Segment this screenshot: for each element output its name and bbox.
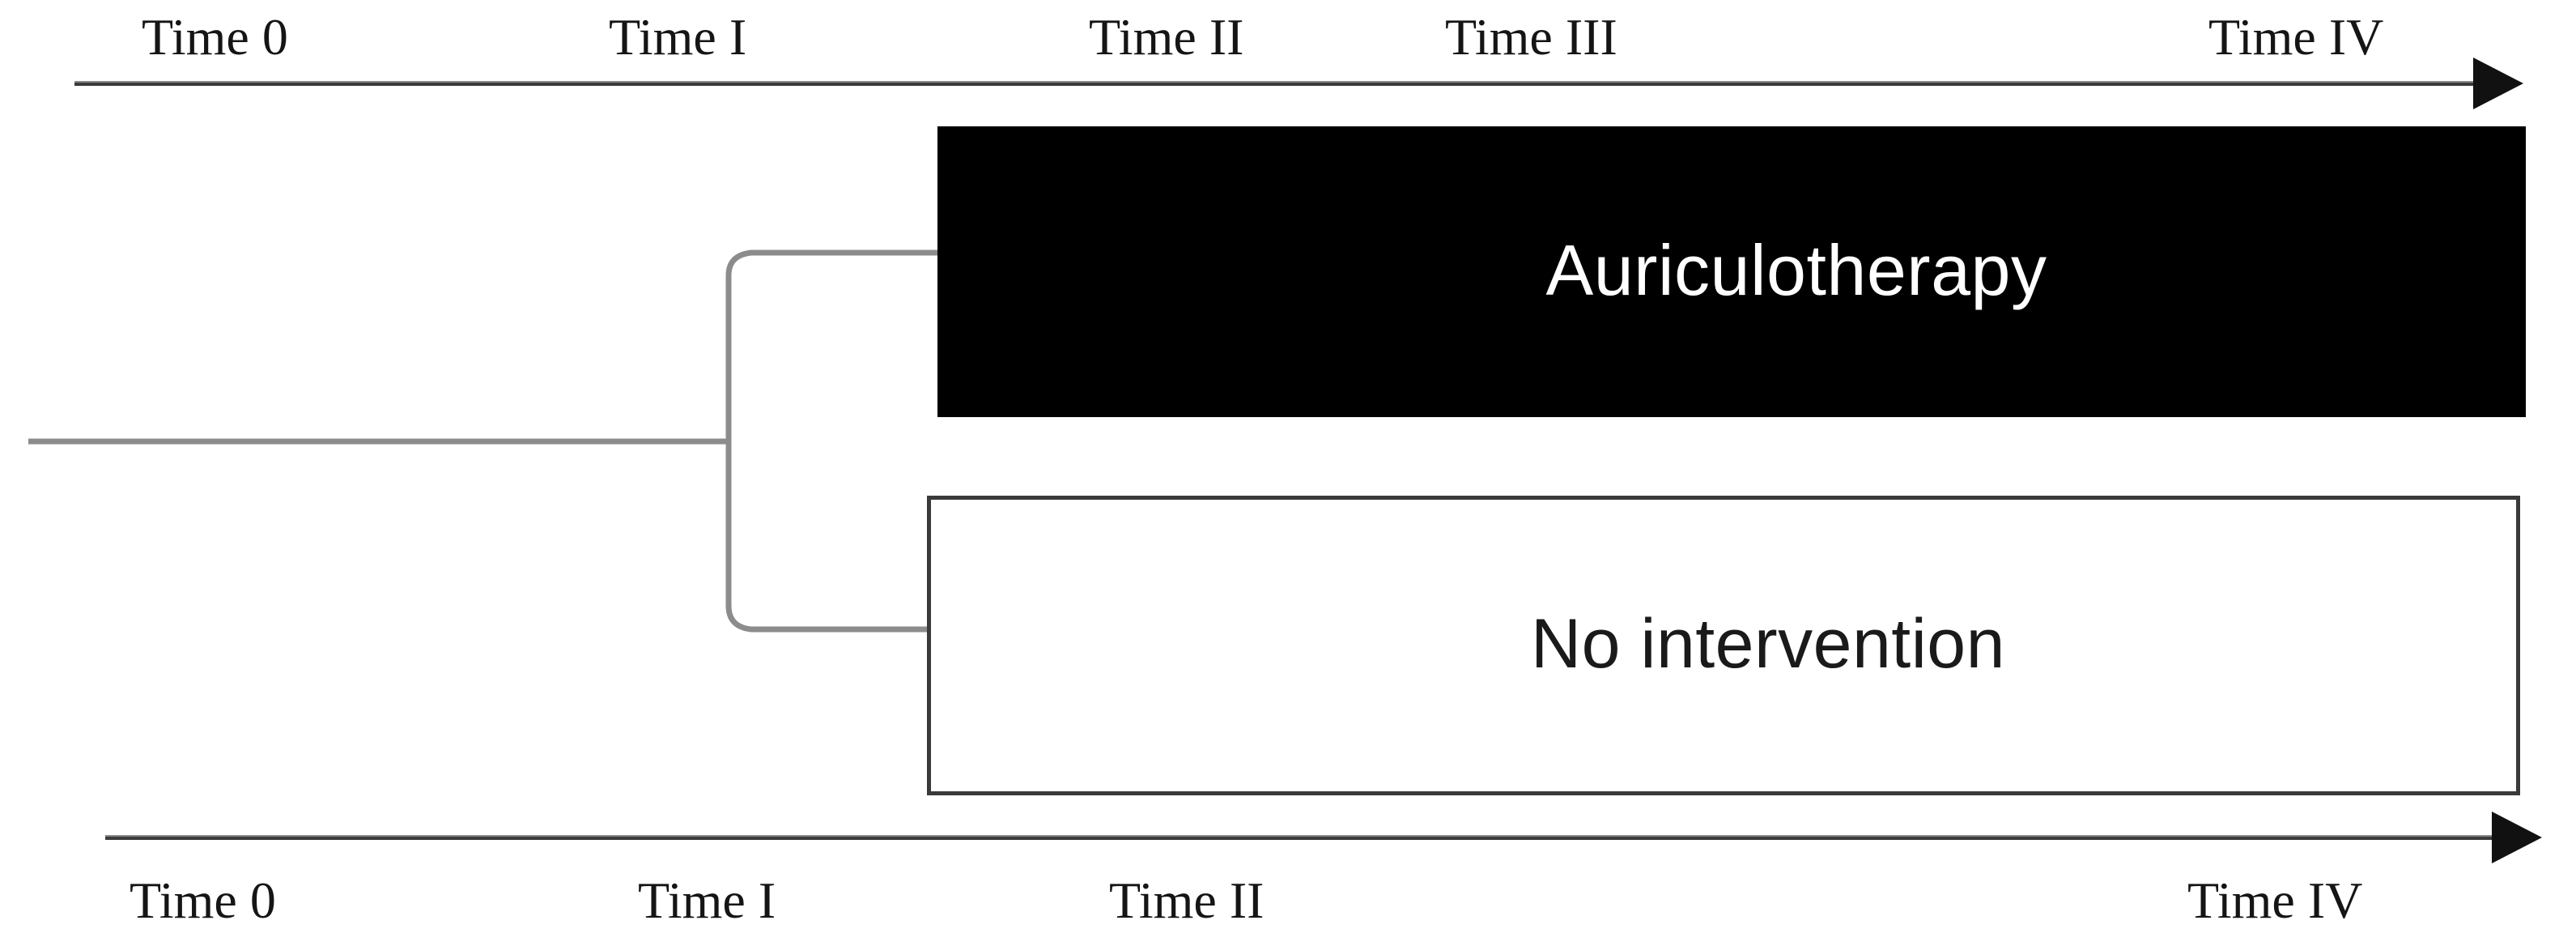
bottom-timeline-arrow-right-icon xyxy=(2492,812,2542,863)
top-timeline-label-time2: Time II xyxy=(1089,8,1244,66)
control-arm-box[interactable]: No intervention xyxy=(927,496,2520,795)
treatment-arm-label: Auriculotherapy xyxy=(1545,229,2047,310)
top-timeline-label-time3: Time III xyxy=(1445,8,1617,66)
connector-branch-control xyxy=(725,441,929,633)
connector-branch-treatment xyxy=(725,249,941,441)
bottom-timeline-label-time4: Time IV xyxy=(2187,871,2363,929)
bottom-timeline-line-highlight xyxy=(105,835,2497,837)
top-timeline-label-time4: Time IV xyxy=(2208,8,2384,66)
bottom-timeline-label-time0: Time 0 xyxy=(130,871,276,929)
top-timeline-label-time0: Time 0 xyxy=(142,8,288,66)
bottom-timeline-label-time1: Time I xyxy=(638,871,776,929)
treatment-arm-box[interactable]: Auriculotherapy xyxy=(939,128,2524,415)
top-timeline-arrow-right-icon xyxy=(2473,58,2523,109)
control-arm-label: No intervention xyxy=(1531,604,2005,683)
top-timeline-line-highlight xyxy=(74,81,2483,83)
bottom-timeline-line xyxy=(105,835,2497,840)
top-timeline: Time 0 Time I Time II Time III Time IV xyxy=(0,0,2576,109)
bottom-timeline-label-time2: Time II xyxy=(1109,871,1265,929)
top-timeline-label-time1: Time I xyxy=(609,8,747,66)
top-timeline-line xyxy=(74,81,2483,86)
randomization-branch-connector xyxy=(28,249,941,633)
bottom-timeline: Time 0 Time I Time II Time IV xyxy=(0,802,2576,946)
